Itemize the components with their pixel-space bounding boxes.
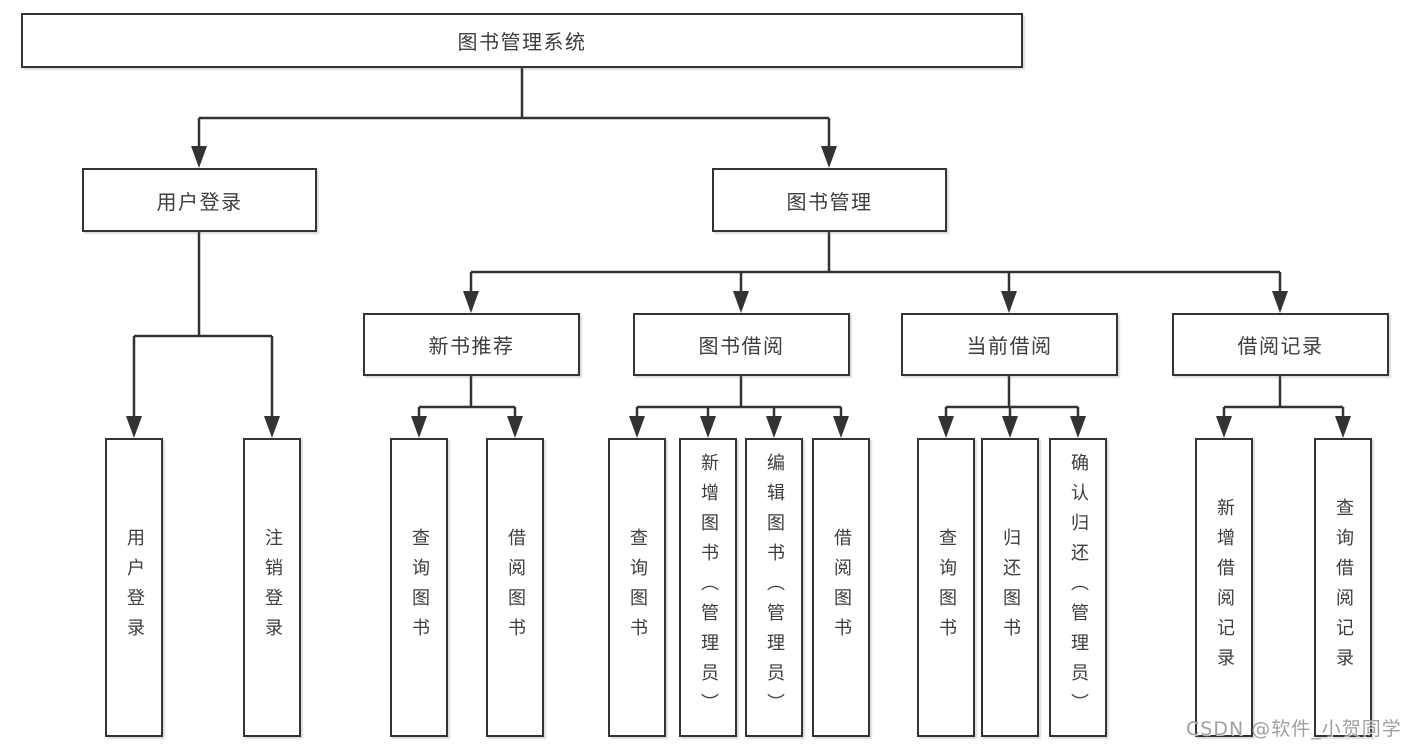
watermark: CSDN @软件_小贺同学 (1186, 718, 1402, 740)
arrowhead-icon (191, 146, 207, 168)
leaf-search-borrow-record: 查询借阅记录 (1314, 438, 1372, 737)
arrowhead-icon (833, 416, 849, 438)
node-label: 用户登录 (156, 189, 243, 214)
node-current-borrow: 当前借阅 (901, 313, 1118, 376)
leaf-borrow-books: 借阅图书 (812, 438, 870, 737)
branch-book-borrow (629, 375, 849, 438)
node-label: 图书借阅 (698, 334, 785, 358)
leaf-logout-login: 注销登录 (243, 438, 301, 737)
leaf-search-books-recommend: 查询图书 (390, 438, 448, 737)
node-label: 图书管理 (786, 189, 873, 214)
leaf-search-books-borrow: 查询图书 (608, 438, 666, 737)
arrowhead-icon (1216, 416, 1232, 438)
branch-new-book-recommend (411, 375, 523, 438)
node-label: 查询借阅记录 (1333, 497, 1354, 678)
node-label: 借阅记录 (1237, 334, 1324, 358)
arrowhead-icon (1335, 416, 1351, 438)
node-label: 新增图书（管理员） (698, 452, 719, 723)
arrowhead-icon (463, 291, 479, 313)
node-label: 注销登录 (262, 527, 283, 648)
node-label: 借阅图书 (831, 527, 852, 648)
arrowhead-icon (938, 416, 954, 438)
node-book-borrow: 图书借阅 (633, 313, 850, 376)
arrowhead-icon (264, 416, 280, 438)
node-label: 新增借阅记录 (1214, 497, 1235, 678)
arrowhead-icon (629, 416, 645, 438)
node-label: 图书管理系统 (457, 30, 587, 54)
arrowhead-icon (126, 416, 142, 438)
leaf-confirm-return-admin: 确认归还（管理员） (1049, 438, 1107, 737)
node-book-management: 图书管理 (712, 168, 947, 232)
arrowhead-icon (1002, 416, 1018, 438)
node-user-login: 用户登录 (82, 168, 317, 232)
node-label: 查询图书 (409, 527, 430, 648)
node-library-management-system: 图书管理系统 (21, 13, 1023, 68)
arrowhead-icon (733, 291, 749, 313)
node-label: 归还图书 (1000, 527, 1021, 648)
branch-root (191, 68, 837, 168)
node-label: 查询图书 (936, 527, 957, 648)
node-label: 编辑图书（管理员） (764, 452, 785, 723)
arrowhead-icon (700, 416, 716, 438)
arrowhead-icon (1070, 416, 1086, 438)
branch-book-management (463, 232, 1288, 313)
arrowhead-icon (1001, 291, 1017, 313)
branch-current-borrow (938, 375, 1086, 438)
arrowhead-icon (821, 146, 837, 168)
arrowhead-icon (1272, 291, 1288, 313)
node-label: 查询图书 (627, 527, 648, 648)
node-borrow-records: 借阅记录 (1172, 313, 1389, 376)
leaf-add-books-admin: 新增图书（管理员） (679, 438, 737, 737)
node-label: 新书推荐 (428, 334, 515, 358)
branch-user-login (126, 232, 280, 438)
leaf-user-login: 用户登录 (105, 438, 163, 737)
leaf-search-books-current: 查询图书 (917, 438, 975, 737)
arrowhead-icon (766, 416, 782, 438)
arrowhead-icon (507, 416, 523, 438)
leaf-return-books: 归还图书 (981, 438, 1039, 737)
node-label: 用户登录 (124, 527, 145, 648)
leaf-edit-books-admin: 编辑图书（管理员） (745, 438, 803, 737)
branch-borrow-records (1216, 375, 1351, 438)
node-label: 借阅图书 (505, 527, 526, 648)
node-label: 当前借阅 (966, 334, 1053, 358)
node-new-book-recommend: 新书推荐 (363, 313, 580, 376)
arrowhead-icon (411, 416, 427, 438)
leaf-borrow-books-recommend: 借阅图书 (486, 438, 544, 737)
leaf-add-borrow-record: 新增借阅记录 (1195, 438, 1253, 737)
node-label: 确认归还（管理员） (1068, 452, 1089, 723)
